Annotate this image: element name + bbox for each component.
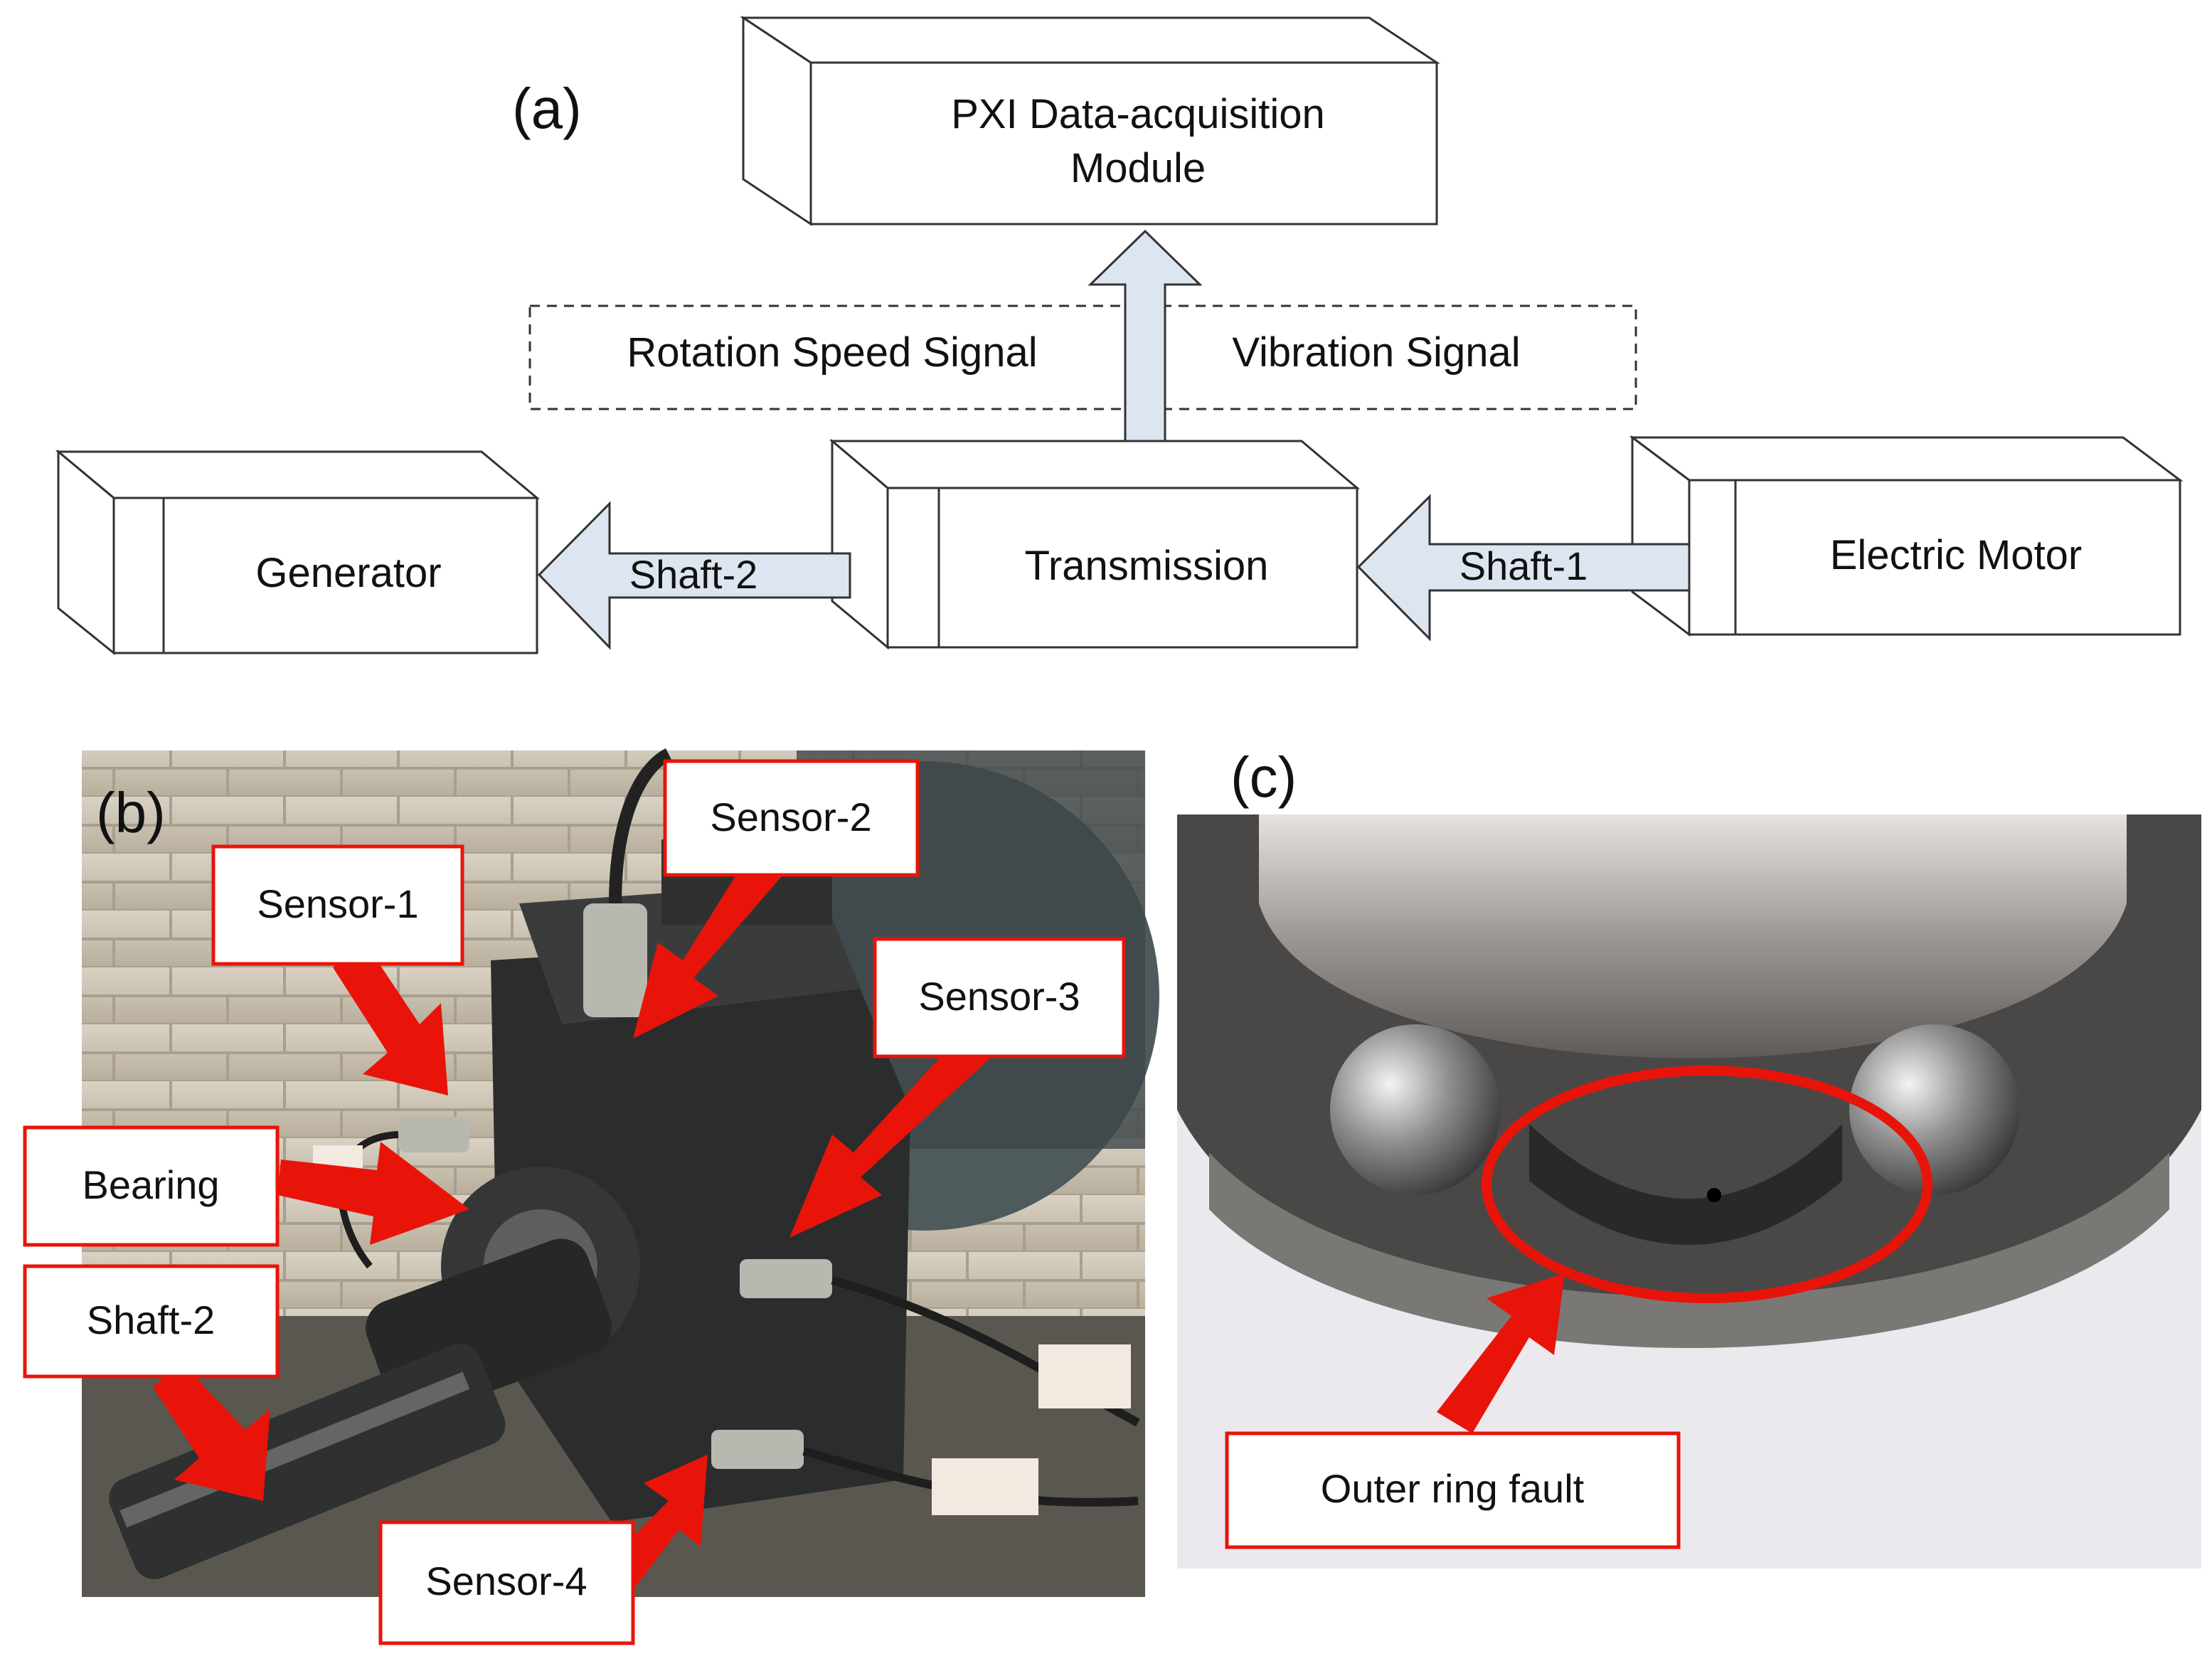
- sensor-1-arrow: [333, 939, 448, 1095]
- daq-module-label-line2: Module: [1070, 145, 1206, 191]
- sensor-3-arrow: [789, 1035, 992, 1238]
- panel-b-tag: (b): [96, 781, 166, 844]
- rotation-speed-signal-label: Rotation Speed Signal: [627, 329, 1037, 376]
- fault-highlight-ellipse: [1482, 1066, 1932, 1303]
- sensor-4-callout-label: Sensor-4: [425, 1559, 587, 1603]
- daq-module-block: [740, 16, 1440, 226]
- shaft-2-photo-arrow: [153, 1362, 270, 1501]
- electric-motor-label: Electric Motor: [1830, 532, 2083, 578]
- daq-module-label-line1: PXI Data-acquisition: [951, 91, 1324, 137]
- callout-boxes-b: [23, 759, 1126, 1645]
- shaft-2-callout-box: [23, 1264, 280, 1379]
- generator-label: Generator: [255, 550, 441, 596]
- sensor-3-callout-box: [873, 937, 1126, 1058]
- callout-arrows-b: [153, 847, 992, 1590]
- sensor-4-callout-box: [378, 1520, 635, 1645]
- sensor-2-arrow: [633, 847, 786, 1039]
- sensor-1-callout-label: Sensor-1: [257, 881, 418, 926]
- shaft-2-callout-label: Shaft-2: [87, 1298, 216, 1342]
- fault-callout-arrow: [1437, 1273, 1565, 1433]
- panel-c-tag: (c): [1230, 745, 1297, 809]
- signal-group-box: [528, 304, 1637, 410]
- sensor-1-callout-box: [211, 844, 464, 966]
- shaft-1-arrow-label: Shaft-1: [1459, 543, 1588, 588]
- sensor-2-callout-label: Sensor-2: [710, 795, 871, 839]
- electric-motor-block: [1629, 435, 2184, 637]
- panel-a-tag: (a): [512, 77, 582, 140]
- vibration-signal-label: Vibration Signal: [1232, 329, 1520, 376]
- shaft-1-arrow: [1356, 494, 1691, 642]
- bearing-arrow: [277, 1142, 469, 1245]
- transmission-label: Transmission: [1025, 543, 1269, 589]
- shaft-2-arrow-label: Shaft-2: [629, 552, 758, 597]
- panel-a: (a) PXI Data-acquisition Module Rotation…: [55, 16, 2184, 656]
- fault-callout-label: Outer ring fault: [1321, 1466, 1585, 1511]
- shaft-2-arrow: [537, 501, 851, 650]
- bearing-callout-box: [23, 1125, 280, 1247]
- sensor-2-callout-box: [663, 759, 920, 877]
- generator-block: [55, 449, 541, 656]
- panel-b: (b) Sensor-1 Sensor-2 Sensor-3 Bearing S…: [23, 748, 1159, 1645]
- panel-c: (c) Outer ring fault: [1177, 745, 2201, 1569]
- bearing-callout-label: Bearing: [82, 1162, 219, 1207]
- sensor-3-callout-label: Sensor-3: [918, 974, 1080, 1019]
- transmission-block: [829, 438, 1361, 650]
- fault-callout-box: [1225, 1431, 1681, 1549]
